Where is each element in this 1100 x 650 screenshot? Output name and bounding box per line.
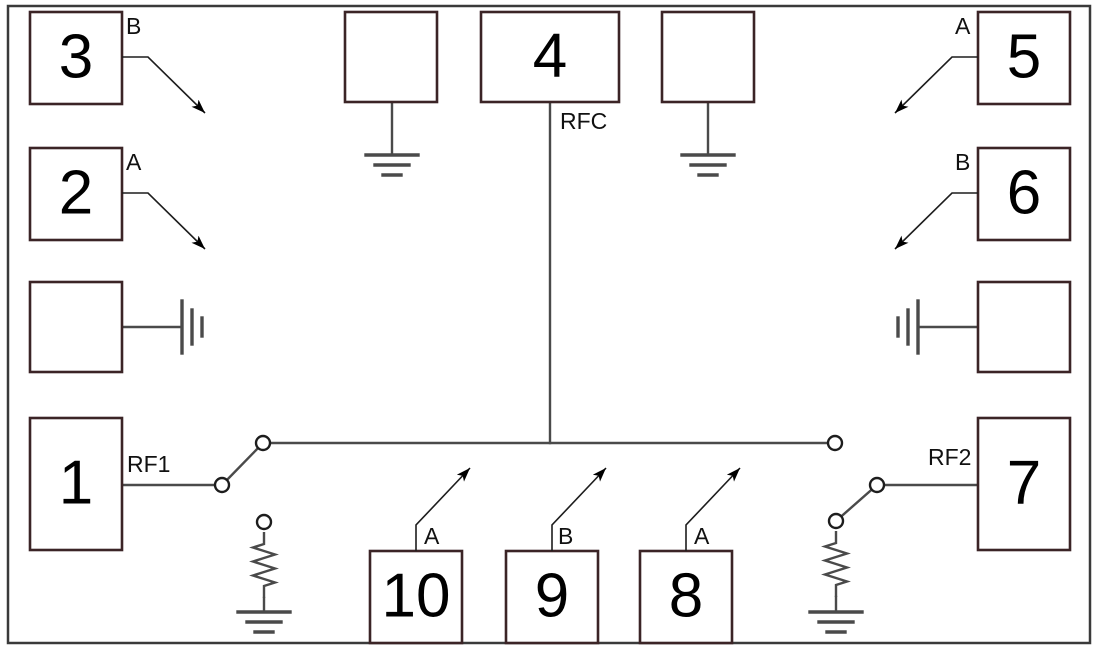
net-label-rf1: RF1 xyxy=(127,451,170,477)
callout-arw3 xyxy=(122,56,206,114)
resistor-res-rf2 xyxy=(821,531,851,597)
block-outline xyxy=(660,10,756,104)
switch-sw-rf1[interactable] xyxy=(213,434,273,531)
callout-arrow xyxy=(551,467,607,551)
switch-bus-terminal[interactable] xyxy=(254,434,272,452)
port-label-p9: B xyxy=(558,523,573,549)
switch-bus-terminal[interactable] xyxy=(826,434,844,452)
block-number: 9 xyxy=(535,561,569,630)
block-number: 3 xyxy=(59,22,93,91)
block-layer: 3 2 1 4 5 6 7 10 9 8 xyxy=(28,10,1072,645)
block-number: 7 xyxy=(1007,448,1041,517)
block-blk3[interactable]: 3 xyxy=(28,10,124,106)
callout-arrow xyxy=(122,192,206,250)
block-number: 1 xyxy=(59,448,93,517)
switch-termination-terminal[interactable] xyxy=(255,513,273,531)
callout-arrow xyxy=(894,192,978,250)
resistor-body xyxy=(821,531,851,597)
block-outline xyxy=(504,549,600,645)
block-outline xyxy=(976,146,1072,242)
block-blk10[interactable]: 10 xyxy=(368,549,464,645)
block-number: 10 xyxy=(382,561,451,630)
block-blkC3[interactable] xyxy=(660,10,756,104)
port-label-p2: A xyxy=(126,149,142,175)
block-outline xyxy=(976,416,1072,552)
block-blk6[interactable]: 6 xyxy=(976,146,1072,242)
ground-symbol-gnd-rf1 xyxy=(236,610,292,634)
block-outline xyxy=(976,10,1072,106)
block-blkC1[interactable] xyxy=(343,10,439,104)
switch-termination-terminal[interactable] xyxy=(827,512,845,530)
wire-layer xyxy=(120,100,980,614)
block-blk1[interactable]: 1 xyxy=(28,416,124,552)
ground-symbol-gnd-rf2 xyxy=(808,610,864,634)
ground-symbol-gnd-c3 xyxy=(680,153,736,177)
block-blk2[interactable]: 2 xyxy=(28,146,124,242)
block-outline xyxy=(368,549,464,645)
block-number: 5 xyxy=(1007,22,1041,91)
block-blk4[interactable]: 4 xyxy=(479,10,621,104)
port-label-p10: A xyxy=(424,523,440,549)
callout-arw5 xyxy=(894,56,978,114)
callout-arw8 xyxy=(685,467,741,551)
callout-arrow xyxy=(122,56,206,114)
symbol-layer xyxy=(180,153,920,634)
port-label-p6: B xyxy=(955,149,970,175)
callout-arrow xyxy=(894,56,978,114)
switch-sw-rf2[interactable] xyxy=(826,434,886,530)
block-blk5[interactable]: 5 xyxy=(976,10,1072,106)
block-outline xyxy=(28,10,124,106)
ground-symbol-gnd-r3 xyxy=(896,299,920,355)
block-outline xyxy=(976,280,1072,374)
net-label-rf2: RF2 xyxy=(928,444,971,470)
resistor-body xyxy=(249,532,279,598)
port-label-p5: A xyxy=(955,13,971,39)
block-blkR3[interactable] xyxy=(976,280,1072,374)
switch-blade xyxy=(225,446,260,482)
port-label-p8: A xyxy=(694,523,710,549)
block-outline xyxy=(479,10,621,104)
callout-arw2 xyxy=(122,192,206,250)
block-blk9[interactable]: 9 xyxy=(504,549,600,645)
ground-symbol-gnd-l3 xyxy=(180,299,204,355)
block-blk7[interactable]: 7 xyxy=(976,416,1072,552)
callout-arw9 xyxy=(551,467,607,551)
port-label-p3: B xyxy=(126,13,141,39)
arrow-layer xyxy=(122,56,978,551)
callout-arrow xyxy=(415,467,471,551)
label-layer: B A A B A B A RFC RF1 RF2 xyxy=(126,13,971,549)
callout-arw10 xyxy=(415,467,471,551)
block-blkL3[interactable] xyxy=(28,280,124,374)
callout-arrow xyxy=(685,467,741,551)
block-number: 2 xyxy=(59,158,93,227)
block-blk8[interactable]: 8 xyxy=(638,549,734,645)
switch-blade xyxy=(839,487,874,519)
block-outline xyxy=(343,10,439,104)
block-outline xyxy=(28,146,124,242)
block-number: 8 xyxy=(669,561,703,630)
net-label-rfc: RFC xyxy=(560,108,607,134)
resistor-res-rf1 xyxy=(249,532,279,598)
block-outline xyxy=(28,280,124,374)
ground-symbol-gnd-c1 xyxy=(364,153,420,177)
block-outline xyxy=(28,416,124,552)
callout-arw6 xyxy=(894,192,978,250)
switch-common-terminal[interactable] xyxy=(213,476,231,494)
block-number: 6 xyxy=(1007,158,1041,227)
block-number: 4 xyxy=(533,21,567,90)
switch-common-terminal[interactable] xyxy=(868,476,886,494)
